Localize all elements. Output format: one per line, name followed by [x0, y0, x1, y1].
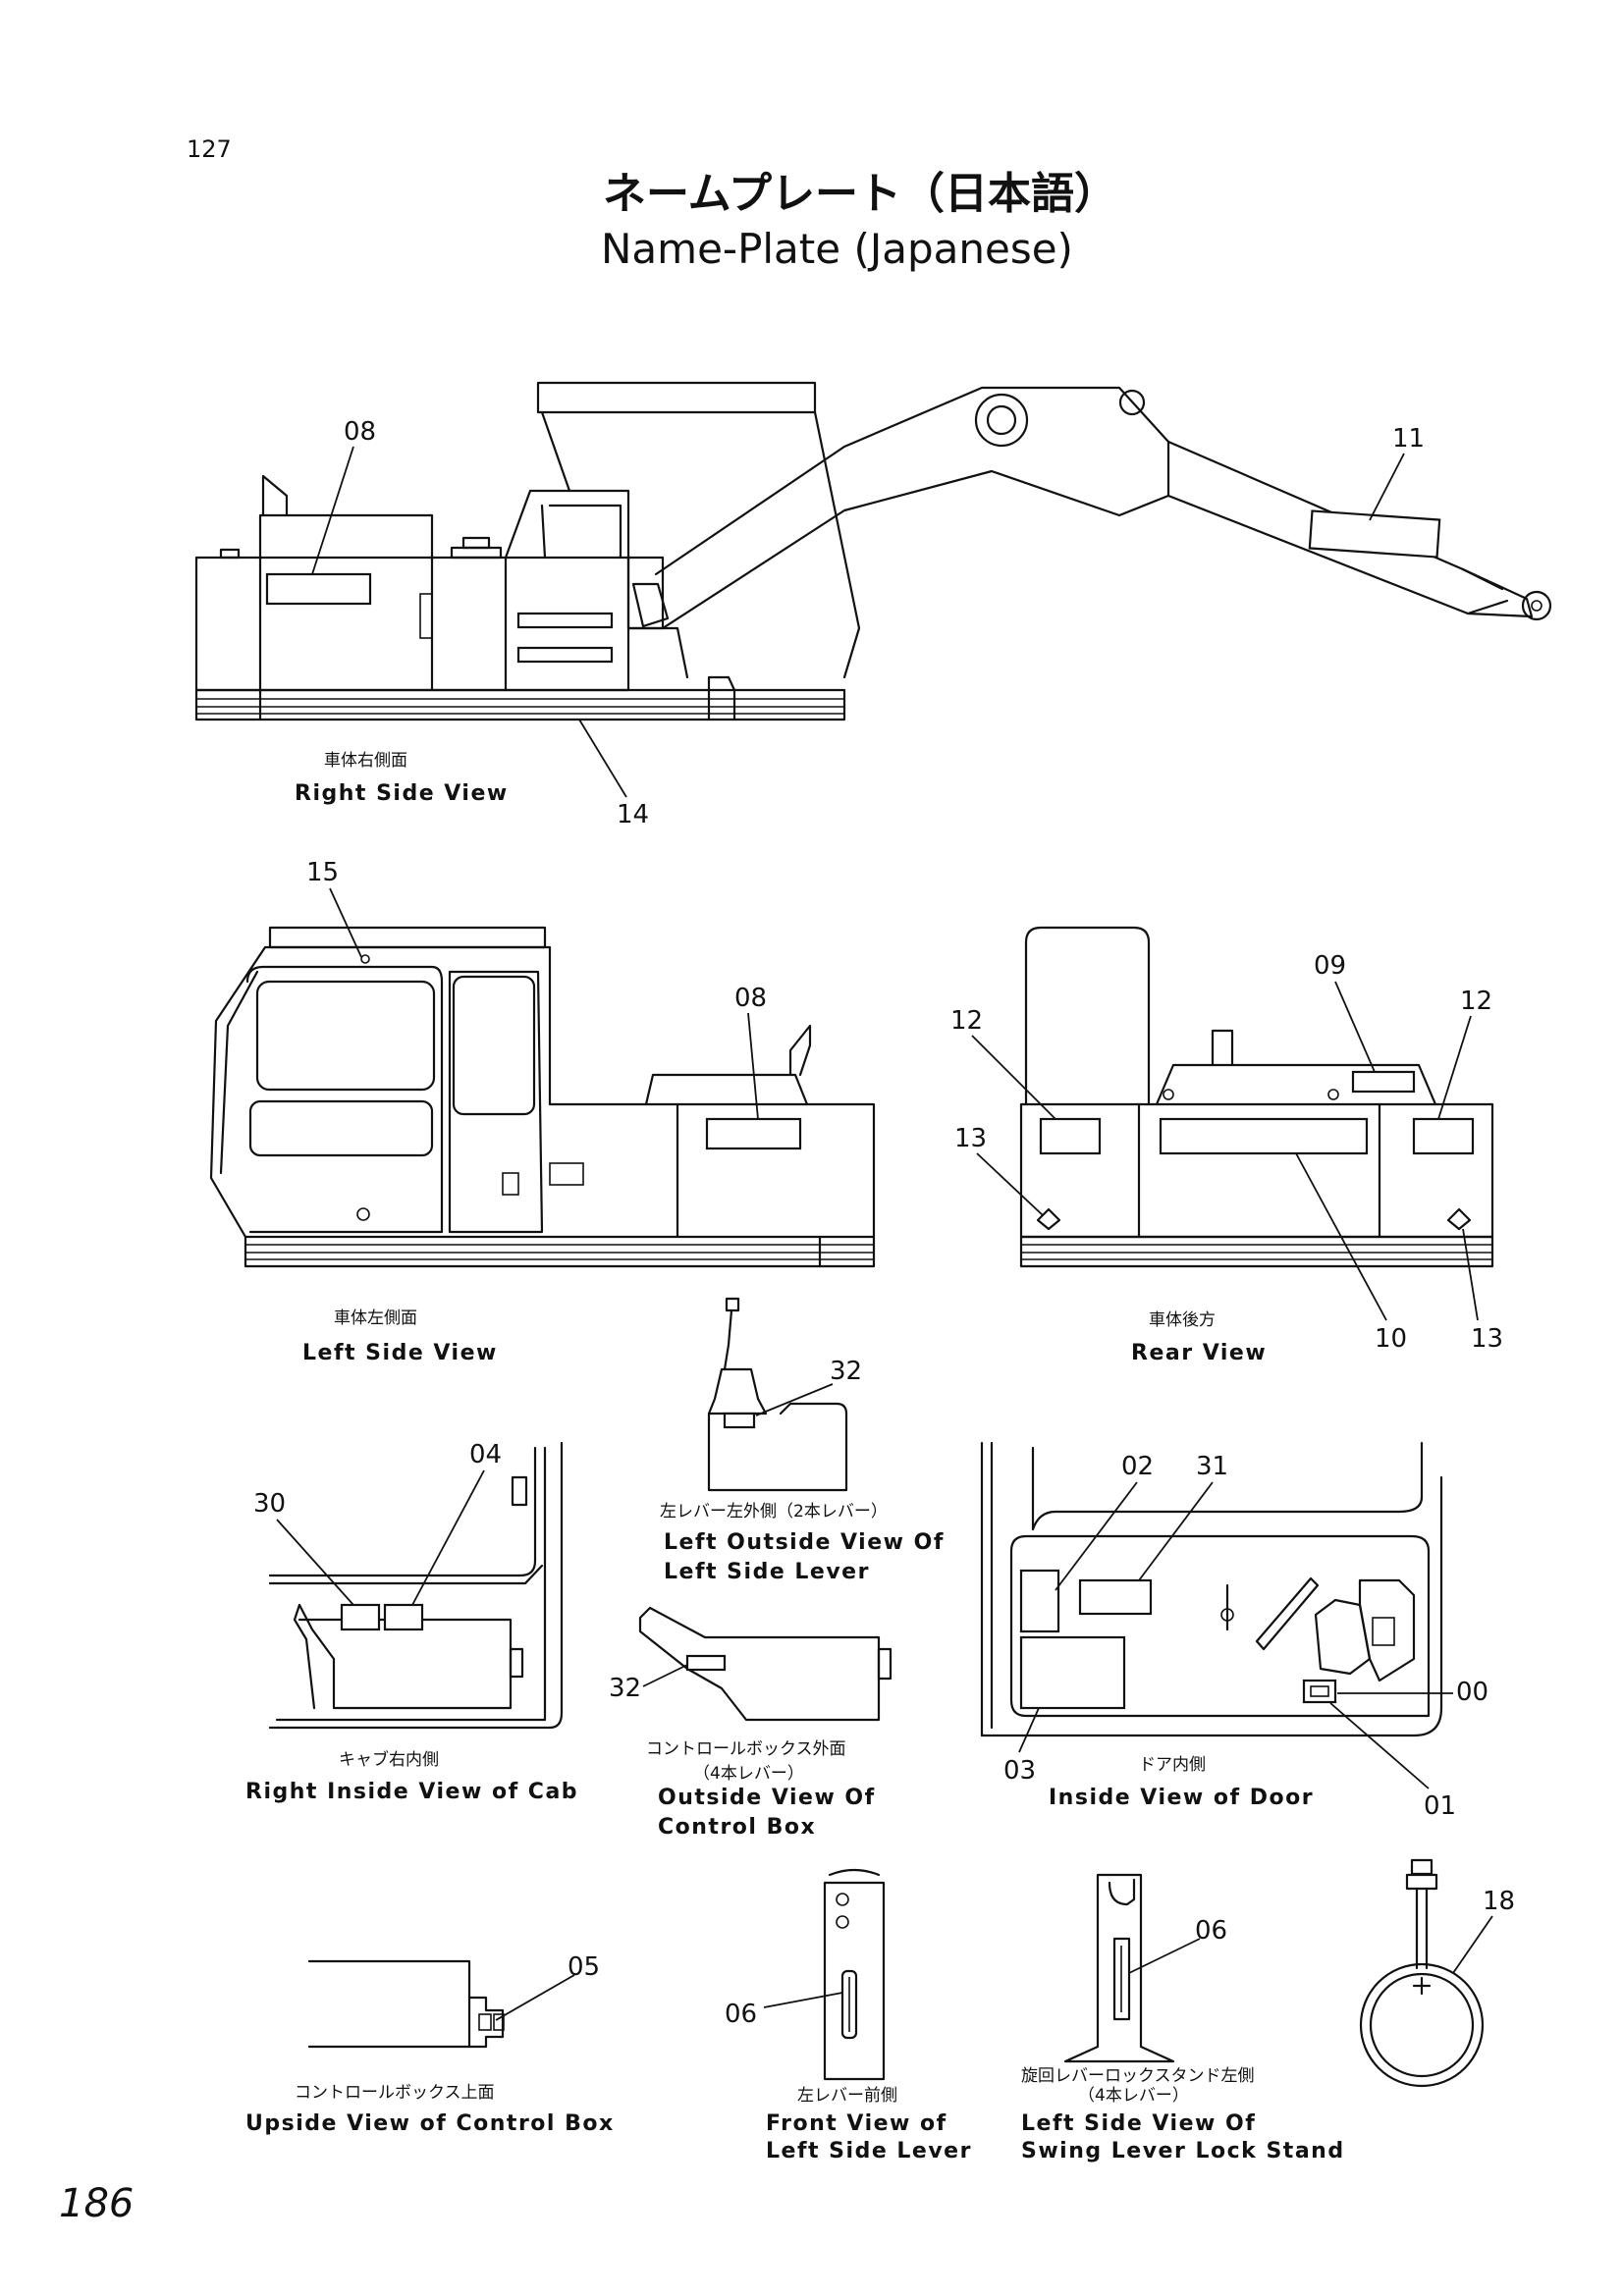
label-lever-outside-en-1: Left Outside View Of — [664, 1530, 945, 1555]
control-box-upside-drawing: 05 — [307, 1952, 600, 2049]
label-box-outside-jp-2: （4本レバー） — [693, 1764, 804, 1784]
ring-part-drawing: 18 — [1359, 1858, 1515, 2088]
callout-31: 31 — [1196, 1452, 1228, 1481]
nameplate-31 — [1078, 1578, 1153, 1616]
label-box-outside-jp-1: コントロールボックス外面 — [646, 1739, 846, 1759]
marker-13-right — [1446, 1207, 1472, 1231]
nameplate-12-right — [1412, 1117, 1475, 1155]
nameplate-08-left — [705, 1117, 802, 1150]
label-lever-front-en-2: Left Side Lever — [766, 2139, 972, 2163]
callout-01: 01 — [1424, 1791, 1456, 1821]
nameplate-32-box — [685, 1654, 727, 1672]
page-title-english: Name-Plate (Japanese) — [601, 225, 1073, 273]
callout-14: 14 — [617, 800, 649, 829]
rear-view-drawing: 09 12 12 13 10 13 — [950, 926, 1503, 1354]
label-right-side-jp: 車体右側面 — [324, 751, 407, 771]
label-stand-jp-1: 旋回レバーロックスタンド左側 — [1021, 2066, 1255, 2086]
handwritten-page-note: 186 — [59, 2181, 134, 2226]
nameplate-03 — [1019, 1635, 1126, 1710]
label-rear-en: Rear View — [1131, 1341, 1267, 1365]
callout-08-right: 08 — [344, 417, 376, 447]
label-left-side-jp: 車体左側面 — [334, 1308, 417, 1328]
callout-10: 10 — [1375, 1324, 1407, 1354]
nameplate-02 — [1019, 1569, 1060, 1633]
nameplate-12-left — [1039, 1117, 1102, 1155]
nameplate-08-right — [265, 572, 372, 606]
callout-08-left: 08 — [734, 984, 767, 1013]
label-door-inside-en: Inside View of Door — [1049, 1786, 1314, 1810]
label-lever-front-en-1: Front View of — [766, 2111, 947, 2136]
nameplate-11-arm — [1308, 509, 1441, 559]
callout-06-front: 06 — [725, 2000, 757, 2029]
nameplate-10 — [1159, 1117, 1369, 1155]
door-inside-drawing: 02 31 00 03 01 — [980, 1441, 1488, 1821]
callout-12-right: 12 — [1460, 987, 1492, 1016]
label-lever-outside-jp: 左レバー左外側（2本レバー） — [660, 1502, 888, 1522]
lock-stand-drawing: 06 — [1063, 1873, 1227, 2063]
label-right-side-en: Right Side View — [295, 781, 509, 806]
label-stand-jp-2: （4本レバー） — [1078, 2086, 1189, 2106]
nameplate-00 — [1302, 1679, 1337, 1704]
callout-32-box: 32 — [609, 1674, 641, 1703]
label-cab-inside-en: Right Inside View of Cab — [245, 1780, 578, 1804]
callout-00: 00 — [1456, 1678, 1488, 1707]
label-left-side-en: Left Side View — [302, 1341, 498, 1365]
label-lever-front-jp: 左レバー前側 — [797, 2086, 897, 2106]
left-lever-front-drawing: 06 — [725, 1868, 886, 2081]
label-box-upside-jp: コントロールボックス上面 — [295, 2083, 495, 2103]
callout-02: 02 — [1121, 1452, 1154, 1481]
nameplate-32-lever — [723, 1412, 756, 1429]
callout-18: 18 — [1483, 1887, 1515, 1916]
label-box-outside-en-1: Outside View Of — [658, 1786, 876, 1810]
label-stand-en-2: Swing Lever Lock Stand — [1021, 2139, 1345, 2163]
callout-15: 15 — [306, 858, 339, 887]
callout-13-right: 13 — [1471, 1324, 1503, 1354]
callout-11: 11 — [1392, 424, 1425, 454]
left-lever-outside-drawing: 32 — [707, 1297, 862, 1492]
label-door-inside-jp: ドア内側 — [1139, 1755, 1206, 1775]
label-box-upside-en: Upside View of Control Box — [245, 2111, 615, 2136]
cab-right-inside-drawing: 04 30 — [253, 1440, 564, 1730]
label-cab-inside-jp: キャブ右内側 — [339, 1749, 439, 1770]
callout-13-left: 13 — [954, 1124, 987, 1153]
callout-05: 05 — [568, 1952, 600, 1982]
nameplate-30 — [340, 1603, 381, 1631]
marker-13-left — [1036, 1207, 1061, 1231]
callout-30: 30 — [253, 1489, 286, 1519]
nameplate-09 — [1351, 1070, 1416, 1094]
nameplate-04 — [383, 1603, 424, 1631]
label-lever-outside-en-2: Left Side Lever — [664, 1560, 870, 1584]
left-side-view-drawing: 15 08 — [209, 858, 876, 1268]
label-box-outside-en-2: Control Box — [658, 1815, 816, 1840]
callout-09: 09 — [1314, 951, 1346, 981]
control-box-outside-drawing: 32 — [609, 1606, 893, 1722]
label-rear-jp: 車体後方 — [1149, 1310, 1216, 1330]
callout-32-lever: 32 — [830, 1357, 862, 1386]
callout-12-left: 12 — [950, 1006, 983, 1036]
page-title-japanese: ネームプレート（日本語） — [603, 169, 1117, 219]
page-number: 127 — [187, 135, 232, 163]
callout-03: 03 — [1003, 1756, 1036, 1786]
callout-06-stand: 06 — [1195, 1916, 1227, 1946]
label-stand-en-1: Left Side View Of — [1021, 2111, 1256, 2136]
right-side-view-drawing: 08 11 14 — [194, 381, 1552, 829]
callout-04: 04 — [469, 1440, 502, 1469]
